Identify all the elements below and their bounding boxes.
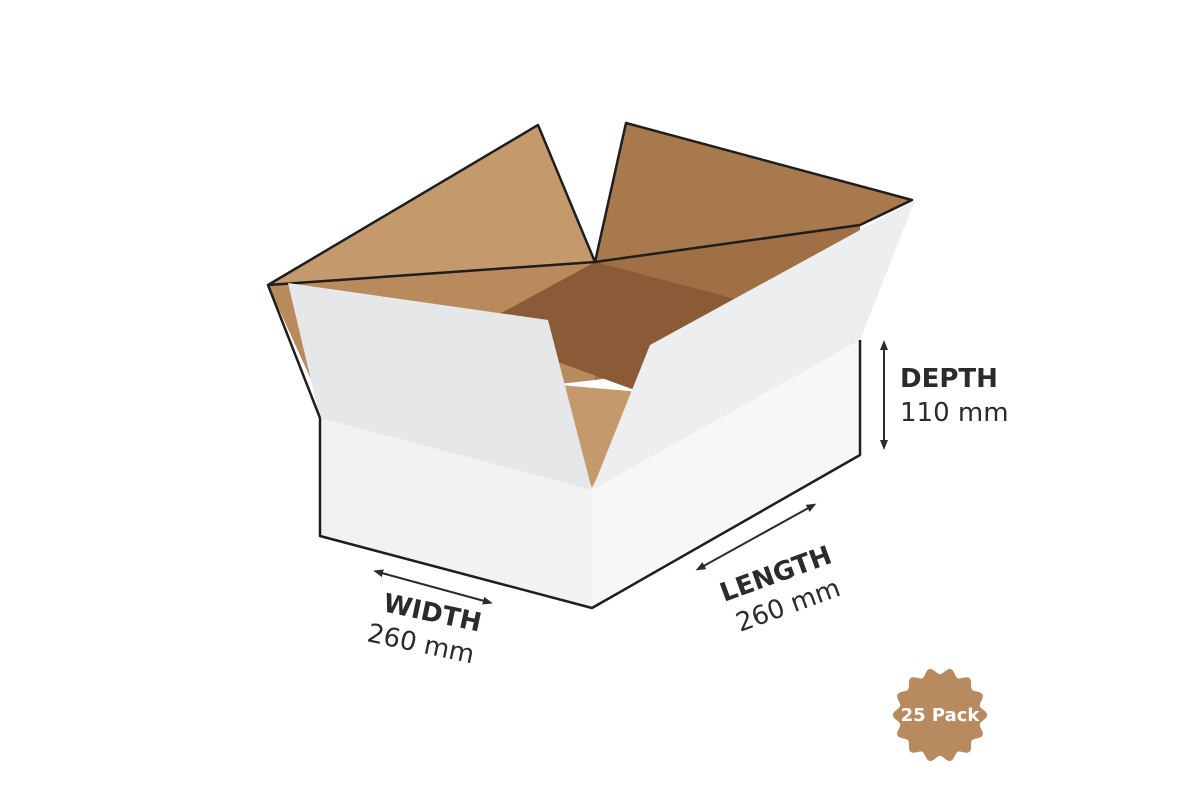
pack-badge: 25 Pack bbox=[892, 668, 988, 762]
length-arrow bbox=[695, 503, 817, 571]
depth-label: DEPTH bbox=[900, 364, 998, 394]
box-front-right-flap bbox=[592, 200, 915, 490]
box-front-right-wall bbox=[592, 340, 860, 608]
badge-text: 25 Pack bbox=[901, 705, 981, 726]
width-arrow bbox=[373, 569, 493, 605]
badge-scalloped-shape bbox=[892, 668, 988, 762]
box-inner-floor-front bbox=[560, 385, 640, 488]
box-front-left-flap bbox=[288, 283, 592, 490]
box-back-right-flap bbox=[593, 121, 914, 264]
box-back-left-flap bbox=[266, 123, 597, 287]
box-outline bbox=[318, 340, 862, 610]
depth-value: 110 mm bbox=[900, 398, 1009, 428]
box-flap-outline-left bbox=[266, 284, 322, 419]
box-front-left-wall bbox=[320, 418, 592, 608]
